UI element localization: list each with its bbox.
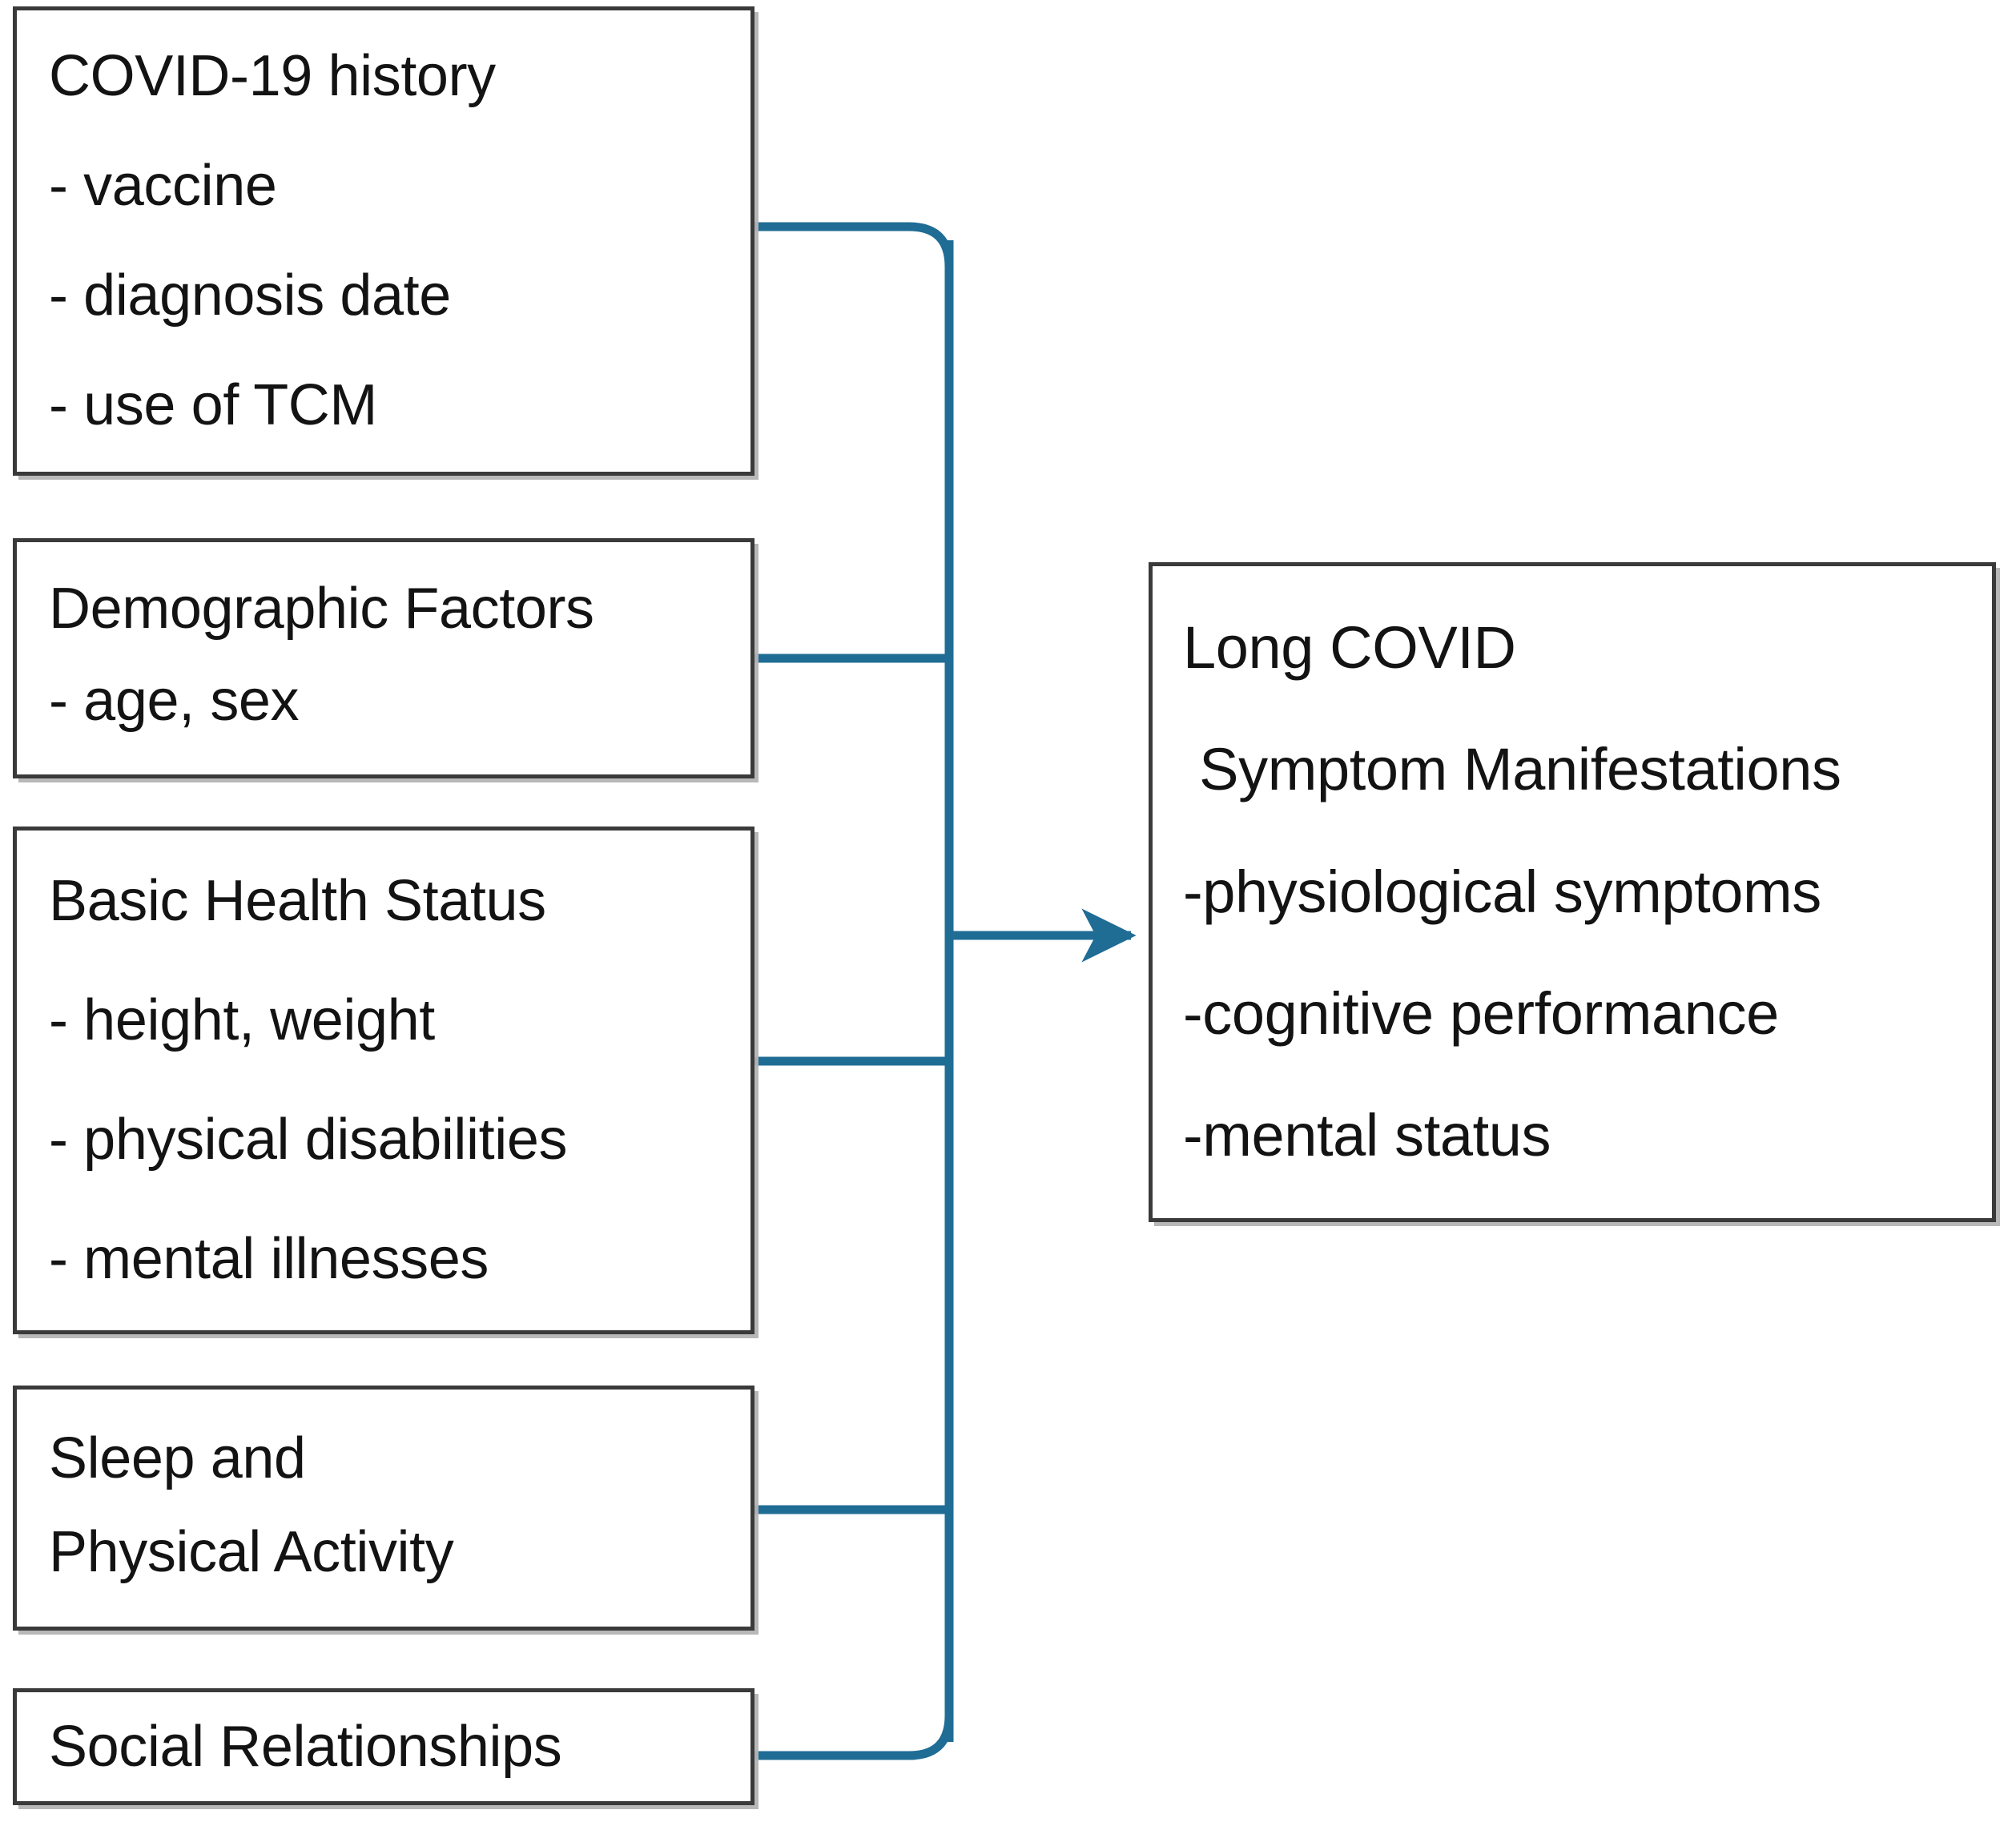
node-social-relationships-title: Social Relationships — [49, 1714, 562, 1779]
node-long-covid-outcomes-lines: Long COVID Symptom Manifestations -physi… — [1153, 566, 1992, 1218]
node-basic-health-status-item-1: - height, weight — [49, 988, 435, 1053]
node-demographic-factors-item-1: - age, sex — [49, 669, 300, 734]
node-long-covid-title: Long COVID — [1183, 613, 1516, 681]
node-basic-health-status-item-2: - physical disabilities — [49, 1108, 568, 1172]
connector-social-relationships — [754, 1715, 954, 1760]
node-covid-history-title: COVID-19 history — [49, 44, 496, 109]
node-covid-history-item-2: - diagnosis date — [49, 263, 451, 328]
node-sleep-physical-activity-line-1: Sleep and — [49, 1426, 306, 1491]
node-long-covid-outcomes[interactable]: Long COVID Symptom Manifestations -physi… — [1149, 562, 1996, 1222]
node-long-covid-subtitle: Symptom Manifestations — [1183, 736, 1841, 803]
node-long-covid-item-2: -cognitive performance — [1183, 979, 1779, 1047]
node-sleep-physical-activity[interactable]: Sleep and Physical Activity — [13, 1386, 754, 1631]
node-basic-health-status[interactable]: Basic Health Status - height, weight - p… — [13, 827, 754, 1334]
node-demographic-factors-lines: Demographic Factors - age, sex — [17, 542, 750, 774]
node-covid-history[interactable]: COVID-19 history - vaccine - diagnosis d… — [13, 6, 754, 476]
node-covid-history-lines: COVID-19 history - vaccine - diagnosis d… — [17, 10, 750, 472]
node-long-covid-item-1: -physiological symptoms — [1183, 858, 1821, 925]
node-sleep-physical-activity-lines: Sleep and Physical Activity — [17, 1390, 750, 1627]
node-basic-health-status-item-3: - mental illnesses — [49, 1227, 489, 1292]
node-basic-health-status-title: Basic Health Status — [49, 869, 546, 934]
node-demographic-factors[interactable]: Demographic Factors - age, sex — [13, 538, 754, 778]
node-social-relationships-lines: Social Relationships — [17, 1692, 750, 1801]
node-social-relationships[interactable]: Social Relationships — [13, 1688, 754, 1805]
node-sleep-physical-activity-line-2: Physical Activity — [49, 1520, 454, 1585]
connector-covid-history — [754, 222, 954, 267]
node-covid-history-item-3: - use of TCM — [49, 373, 377, 438]
node-covid-history-item-1: - vaccine — [49, 154, 277, 219]
node-demographic-factors-title: Demographic Factors — [49, 577, 594, 642]
node-basic-health-status-lines: Basic Health Status - height, weight - p… — [17, 831, 750, 1330]
node-long-covid-item-3: -mental status — [1183, 1102, 1551, 1169]
